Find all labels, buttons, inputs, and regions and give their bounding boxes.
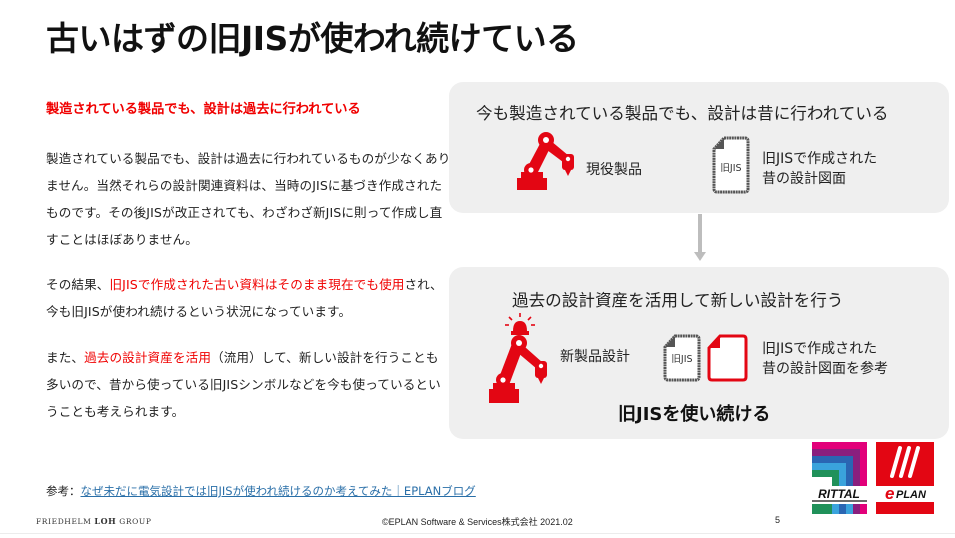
down-arrow-icon xyxy=(694,252,706,261)
new-design-panel: 過去の設計資産を活用して新しい設計を行う 新製品設計 旧JIS 旧JISで xyxy=(449,267,949,439)
reference-prefix: 参考： xyxy=(46,484,81,498)
logos: RITTAL e PLAN xyxy=(812,442,937,522)
old-drawings-label-line1: 旧JISで作成された xyxy=(762,151,878,167)
paragraph-3-after: （流用）して、新しい設計を行うことも多いので、昔から使っている旧JISシンボルな… xyxy=(46,350,441,419)
svg-text:RITTAL: RITTAL xyxy=(818,487,860,501)
reference: 参考：なぜ未だに電気設計では旧JISが使われ続けるのか考えてみた｜EPLANブロ… xyxy=(46,483,476,499)
current-product-label: 現役製品 xyxy=(586,162,642,178)
paragraph-2-before: その結果、 xyxy=(46,277,110,292)
footer-divider xyxy=(0,533,955,534)
paragraph-2: その結果、旧JISで作成された古い資料はそのまま現在でも使用され、今も旧JISが… xyxy=(46,271,451,325)
reference-drawings-label-line2: 昔の設計図面を参考 xyxy=(762,361,888,377)
rittal-logo: RITTAL xyxy=(812,442,867,514)
old-jis-document-icon: 旧JIS xyxy=(663,334,701,382)
subheading-block: 製造されている製品でも、設計は過去に行われている xyxy=(46,98,446,117)
flow-arrow-line xyxy=(698,214,702,254)
svg-text:e: e xyxy=(885,484,894,503)
robot-arm-with-beacon-icon xyxy=(489,313,547,403)
paragraph-3: また、過去の設計資産を活用（流用）して、新しい設計を行うことも多いので、昔から使… xyxy=(46,344,451,425)
footer-group-part2: LOH xyxy=(94,516,117,526)
panel-title: 過去の設計資産を活用して新しい設計を行う xyxy=(512,291,844,310)
friedhelm-loh-group-logo: FRIEDHELM LOH GROUP xyxy=(36,516,151,526)
panel-title: 今も製造されている製品でも、設計は昔に行われている xyxy=(476,104,889,123)
footer-group-part1: FRIEDHELM xyxy=(36,517,95,526)
copyright: ©EPLAN Software & Services株式会社 2021.02 xyxy=(382,517,573,527)
reference-drawings-label-line1: 旧JISで作成された xyxy=(762,341,878,357)
reference-drawings-label: 旧JISで作成された 昔の設計図面を参考 xyxy=(762,339,888,379)
footer-group-part3: GROUP xyxy=(116,517,152,526)
svg-text:旧JIS: 旧JIS xyxy=(671,354,692,365)
paragraph-3-highlight: 過去の設計資産を活用 xyxy=(84,350,212,365)
conclusion: 旧JISを使い続ける xyxy=(618,404,771,425)
robot-arm-icon xyxy=(517,132,574,190)
old-drawings-label-line2: 昔の設計図面 xyxy=(762,171,846,187)
old-drawings-label: 旧JISで作成された 昔の設計図面 xyxy=(762,149,877,189)
paragraph-2-after: され、今も旧JISが使われ続けるという状況になっています。 xyxy=(46,277,443,319)
svg-text:PLAN: PLAN xyxy=(896,489,927,501)
page-title: 古いはずの旧JISが使われ続けている xyxy=(46,19,579,58)
subheading: 製造されている製品でも、設計は過去に行われている xyxy=(46,102,361,117)
current-design-panel: 今も製造されている製品でも、設計は昔に行われている 現役製品 旧JIS 旧JIS… xyxy=(449,82,949,213)
old-jis-document-icon: 旧JIS xyxy=(712,136,750,194)
reference-link[interactable]: なぜ未だに電気設計では旧JISが使われ続けるのか考えてみた｜EPLANブログ xyxy=(80,484,476,498)
svg-text:旧JIS: 旧JIS xyxy=(720,163,741,174)
paragraph-3-before: また、 xyxy=(46,350,85,365)
new-document-icon xyxy=(707,334,748,382)
page-number: 5 xyxy=(775,515,781,525)
paragraph-1: 製造されている製品でも、設計は過去に行われているものが少なくありません。当然それ… xyxy=(46,151,451,247)
eplan-logo: e PLAN xyxy=(876,442,934,514)
paragraph-2-highlight: 旧JISで作成された古い資料はそのまま現在でも使用 xyxy=(109,277,405,292)
new-product-design-label: 新製品設計 xyxy=(560,349,630,365)
